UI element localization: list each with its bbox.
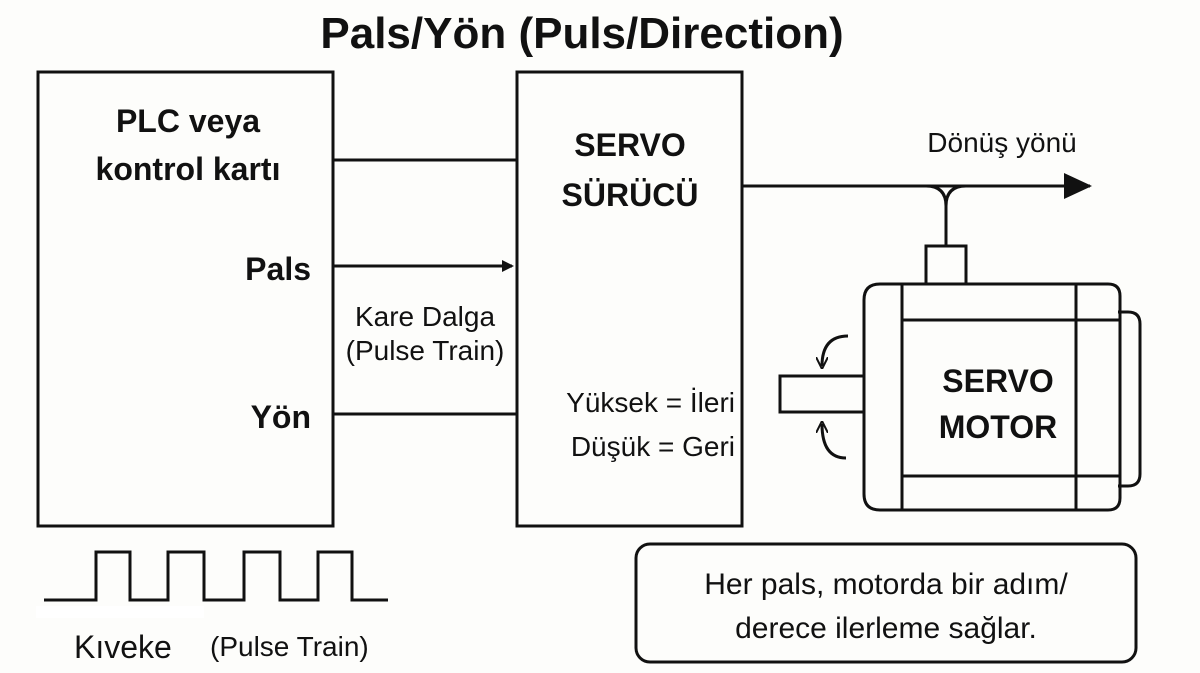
motor-connector xyxy=(924,244,968,286)
motor-end-cap xyxy=(1118,310,1142,488)
yon-label: Yön xyxy=(251,399,311,435)
driver-label-line1: SERVO xyxy=(574,127,685,163)
rotation-arrow-top-icon xyxy=(822,334,849,366)
rotation-arrow-bottom-icon xyxy=(822,424,847,460)
high-forward-label: Yüksek = İleri xyxy=(566,387,735,418)
motor-body xyxy=(862,282,1122,512)
motor-shaft xyxy=(778,374,866,414)
motor-feed-right xyxy=(944,184,967,207)
plc-label-line2: kontrol kartı xyxy=(96,151,281,187)
driver-label-line2: SÜRÜCÜ xyxy=(562,177,699,213)
pulse-waveform xyxy=(44,550,388,602)
waveform-label-mask xyxy=(36,606,204,618)
pulse-train-label: (Pulse Train) xyxy=(346,335,505,366)
motor-feed-left xyxy=(925,184,948,246)
square-wave-label: Kare Dalga xyxy=(355,301,496,332)
note-line1: Her pals, motorda bir adım/ xyxy=(704,568,1068,601)
note-line2: derece ilerleme sağlar. xyxy=(735,612,1037,645)
motor-label-line1: SERVO xyxy=(942,363,1053,399)
plc-box xyxy=(36,70,335,528)
servo-motor: SERVO MOTOR xyxy=(778,244,1142,512)
note-box xyxy=(634,542,1138,664)
waveform-label-left: Kıveke xyxy=(74,629,172,665)
diagram-title: Pals/Yön (Puls/Direction) xyxy=(320,9,843,58)
low-reverse-label: Düşük = Geri xyxy=(571,431,735,462)
plc-label-line1: PLC veya xyxy=(116,103,260,139)
pals-label: Pals xyxy=(245,251,311,287)
motor-label-line2: MOTOR xyxy=(939,409,1058,445)
servo-driver-box xyxy=(515,70,744,528)
rotation-direction-label: Dönüş yönü xyxy=(927,127,1076,158)
waveform-label-right: (Pulse Train) xyxy=(210,631,369,662)
